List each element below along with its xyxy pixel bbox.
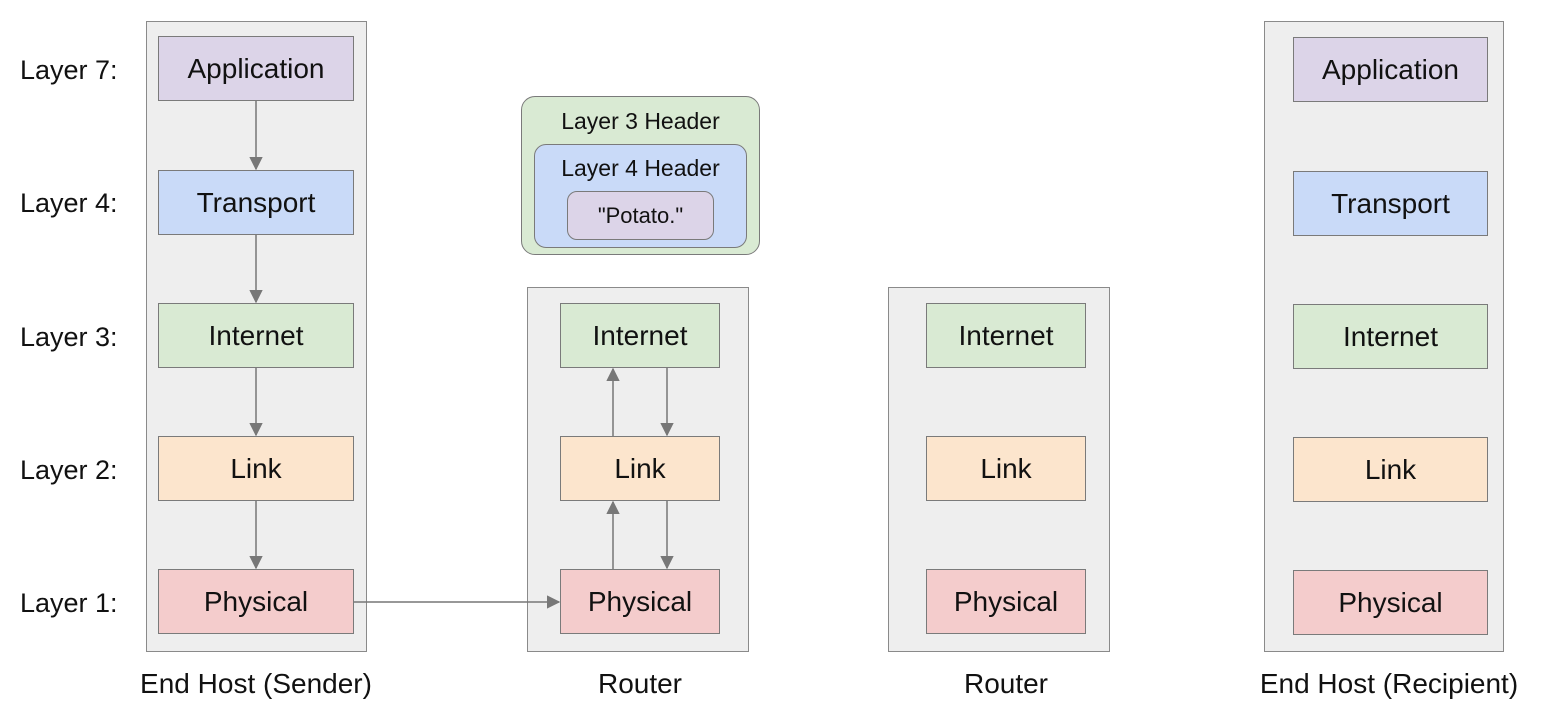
sender-application-layer: Application	[158, 36, 354, 101]
layer-label-3: Layer 3:	[20, 322, 118, 352]
recipient-link-layer: Link	[1293, 437, 1488, 502]
router-1-caption: Router	[597, 668, 683, 699]
sender-host-caption: End Host (Sender)	[140, 668, 372, 699]
layer-3-header-box: Layer 3 Header Layer 4 Header "Potato."	[521, 96, 760, 255]
payload-box: "Potato."	[567, 191, 714, 240]
recipient-host-caption: End Host (Recipient)	[1259, 668, 1519, 699]
recipient-physical-layer: Physical	[1293, 570, 1488, 635]
router-2-physical-layer: Physical	[926, 569, 1086, 634]
layer-4-header-label: Layer 4 Header	[561, 155, 720, 181]
router-2-caption: Router	[963, 668, 1049, 699]
layer-label-4: Layer 4:	[20, 188, 118, 218]
layer-label-2: Layer 2:	[20, 455, 118, 485]
sender-internet-layer: Internet	[158, 303, 354, 368]
sender-transport-layer: Transport	[158, 170, 354, 235]
layer-4-header-box: Layer 4 Header "Potato."	[534, 144, 747, 248]
router-2-link-layer: Link	[926, 436, 1086, 501]
layer-3-header-label: Layer 3 Header	[561, 108, 720, 134]
sender-physical-layer: Physical	[158, 569, 354, 634]
recipient-application-layer: Application	[1293, 37, 1488, 102]
sender-link-layer: Link	[158, 436, 354, 501]
router-1-link-layer: Link	[560, 436, 720, 501]
layer-label-7: Layer 7:	[20, 55, 118, 85]
router-2-internet-layer: Internet	[926, 303, 1086, 368]
router-1-physical-layer: Physical	[560, 569, 720, 634]
recipient-transport-layer: Transport	[1293, 171, 1488, 236]
router-1-internet-layer: Internet	[560, 303, 720, 368]
layer-label-1: Layer 1:	[20, 588, 118, 618]
recipient-internet-layer: Internet	[1293, 304, 1488, 369]
